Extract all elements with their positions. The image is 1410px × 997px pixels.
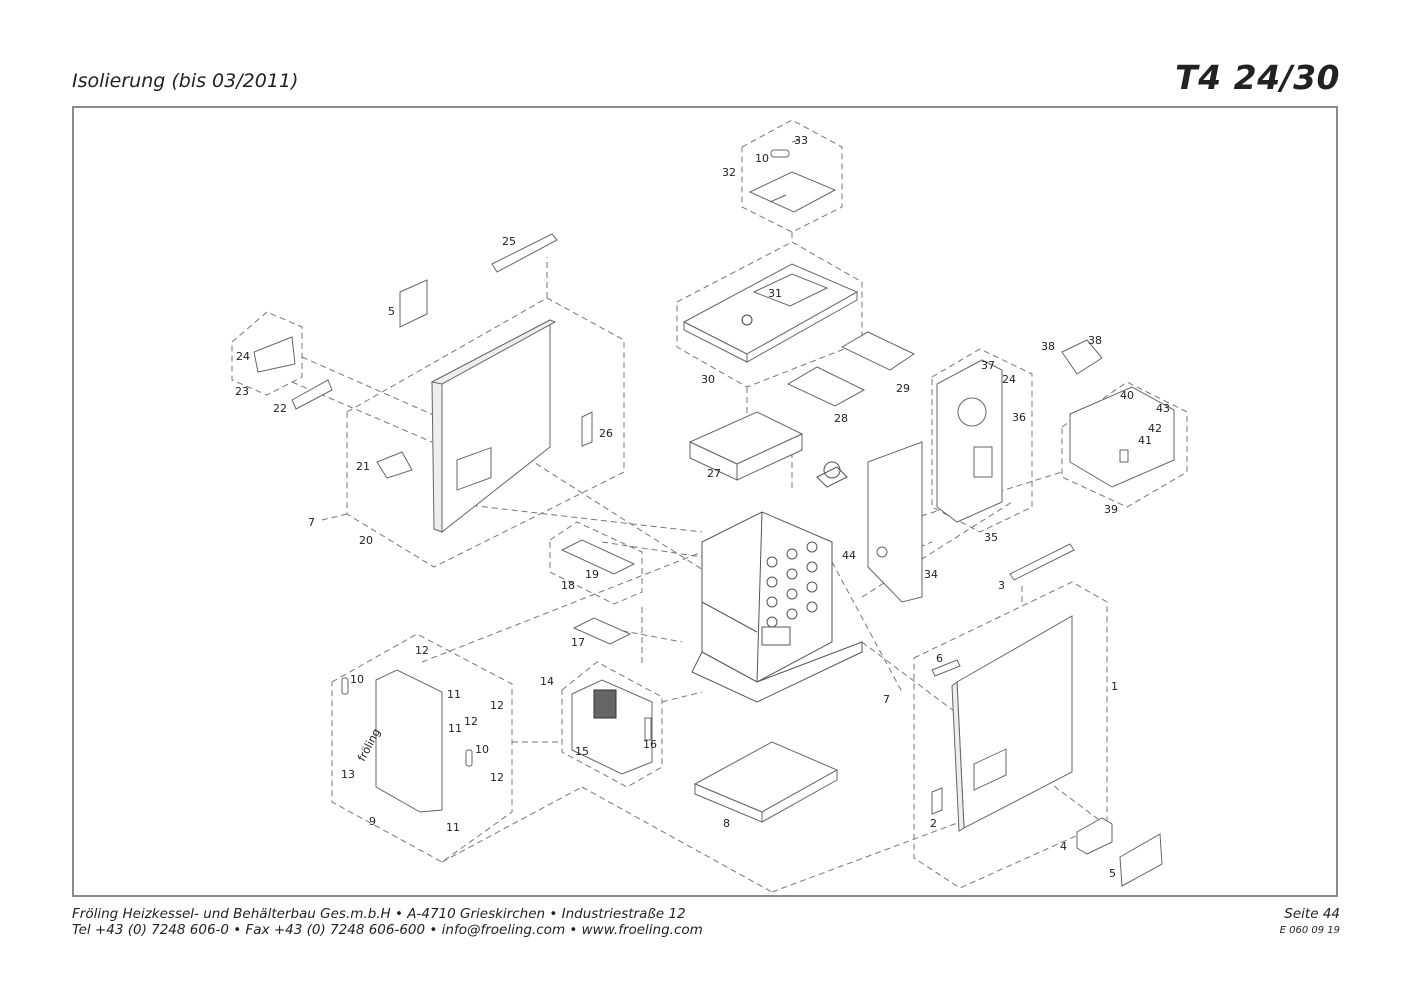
label-7-right: 7 bbox=[883, 693, 890, 706]
page-title: Isolierung (bis 03/2011) bbox=[72, 70, 299, 92]
label-20: 20 bbox=[359, 534, 373, 547]
part-34-rear-insulation bbox=[867, 441, 923, 603]
label-5-left: 5 bbox=[388, 305, 395, 318]
label-17: 17 bbox=[571, 636, 585, 649]
part-10-handle-right bbox=[465, 749, 473, 767]
part-32-cover bbox=[748, 171, 837, 213]
label-18: 18 bbox=[561, 579, 575, 592]
label-10-left: 10 bbox=[350, 673, 364, 686]
label-7-left: 7 bbox=[308, 516, 315, 529]
label-22: 22 bbox=[273, 402, 287, 415]
label-34: 34 bbox=[924, 568, 938, 581]
part-21-bracket bbox=[376, 451, 413, 479]
label-13: 13 bbox=[341, 768, 355, 781]
label-12-a: 12 bbox=[415, 644, 429, 657]
outline-32 bbox=[741, 119, 843, 233]
label-35: 35 bbox=[984, 531, 998, 544]
page-number: Seite 44 bbox=[1284, 906, 1340, 922]
label-30: 30 bbox=[701, 373, 715, 386]
label-24-right: 24 bbox=[1002, 373, 1016, 386]
part-6-clip bbox=[931, 659, 961, 677]
label-24-left: 24 bbox=[236, 350, 250, 363]
label-1: 1 bbox=[1111, 680, 1118, 693]
part-3-rail bbox=[1009, 543, 1075, 581]
label-9: 9 bbox=[369, 815, 376, 828]
part-4-block bbox=[1076, 817, 1113, 855]
part-18-trim bbox=[560, 539, 636, 575]
part-25-rail bbox=[491, 233, 558, 273]
part-14-front-panel bbox=[571, 679, 653, 775]
label-25: 25 bbox=[502, 235, 516, 248]
part-10-handle-left bbox=[341, 677, 349, 695]
part-29-pad bbox=[840, 331, 916, 371]
footer-company-line: Fröling Heizkessel- und Behälterbau Ges.… bbox=[72, 906, 686, 922]
part-10-handle-top bbox=[770, 149, 790, 158]
label-14: 14 bbox=[540, 675, 554, 688]
label-36: 36 bbox=[1012, 411, 1026, 424]
label-19: 19 bbox=[585, 568, 599, 581]
label-40: 40 bbox=[1120, 389, 1134, 402]
label-11-c: 11 bbox=[446, 821, 460, 834]
label-4: 4 bbox=[1060, 840, 1067, 853]
label-44: 44 bbox=[842, 549, 856, 562]
part-39-controller-panel bbox=[1069, 386, 1175, 488]
part-28-pad bbox=[786, 366, 866, 407]
label-41: 41 bbox=[1138, 434, 1152, 447]
part-17-trim bbox=[572, 617, 632, 645]
part-35-rear-panel bbox=[936, 359, 1003, 523]
part-16-handle bbox=[644, 717, 652, 741]
outline-9 bbox=[331, 633, 513, 863]
label-33: 33 bbox=[794, 134, 808, 147]
label-28: 28 bbox=[834, 412, 848, 425]
label-43: 43 bbox=[1156, 402, 1170, 415]
label-31: 31 bbox=[768, 287, 782, 300]
model-designation: T4 24/30 bbox=[1175, 58, 1340, 97]
label-8: 8 bbox=[723, 817, 730, 830]
part-38-ring bbox=[1061, 339, 1103, 375]
label-27: 27 bbox=[707, 467, 721, 480]
part-24-plate-left bbox=[253, 336, 296, 373]
label-23: 23 bbox=[235, 385, 249, 398]
label-12-d: 12 bbox=[490, 771, 504, 784]
exploded-view-frame: fröling 1 2 3 4 5 5 6 7 7 8 9 10 10 10 1… bbox=[72, 106, 1338, 897]
label-11-a: 11 bbox=[447, 688, 461, 701]
label-10-right: 10 bbox=[475, 743, 489, 756]
label-39: 39 bbox=[1104, 503, 1118, 516]
footer-contact-line: Tel +43 (0) 7248 606-0 • Fax +43 (0) 724… bbox=[72, 922, 703, 938]
label-16: 16 bbox=[643, 738, 657, 751]
part-22-strip bbox=[291, 379, 333, 410]
label-21: 21 bbox=[356, 460, 370, 473]
label-37: 37 bbox=[981, 359, 995, 372]
boiler-body bbox=[691, 461, 863, 703]
label-15: 15 bbox=[575, 745, 589, 758]
part-9-front-door bbox=[375, 669, 443, 813]
label-5-right: 5 bbox=[1109, 867, 1116, 880]
part-5-plate-right bbox=[1119, 833, 1163, 887]
label-12-b: 12 bbox=[490, 699, 504, 712]
label-26: 26 bbox=[599, 427, 613, 440]
outline-35 bbox=[931, 348, 1033, 533]
label-11-b: 11 bbox=[448, 722, 462, 735]
label-12-c: 12 bbox=[464, 715, 478, 728]
label-38-left: 38 bbox=[1041, 340, 1055, 353]
part-1-side-panel bbox=[956, 615, 1073, 829]
part-5-plate-left bbox=[399, 279, 428, 328]
label-38-right: 38 bbox=[1088, 334, 1102, 347]
label-32: 32 bbox=[722, 166, 736, 179]
part-number-labels: 1 2 3 4 5 5 6 7 7 8 9 10 10 10 11 11 11 … bbox=[235, 134, 1170, 880]
part-26-clip bbox=[581, 411, 593, 447]
exploded-view-diagram: fröling 1 2 3 4 5 5 6 7 7 8 9 10 10 10 1… bbox=[231, 119, 1188, 893]
part-2-bracket bbox=[931, 787, 943, 815]
label-6: 6 bbox=[936, 652, 943, 665]
label-42: 42 bbox=[1148, 422, 1162, 435]
label-10-top: 10 bbox=[755, 152, 769, 165]
outline-18 bbox=[549, 521, 643, 605]
outline-23 bbox=[231, 311, 303, 396]
label-29: 29 bbox=[896, 382, 910, 395]
label-3: 3 bbox=[998, 579, 1005, 592]
document-code: E 060 09 19 bbox=[1279, 925, 1340, 936]
part-31-opening bbox=[752, 273, 829, 307]
outline-14 bbox=[561, 661, 663, 788]
label-2: 2 bbox=[930, 817, 937, 830]
